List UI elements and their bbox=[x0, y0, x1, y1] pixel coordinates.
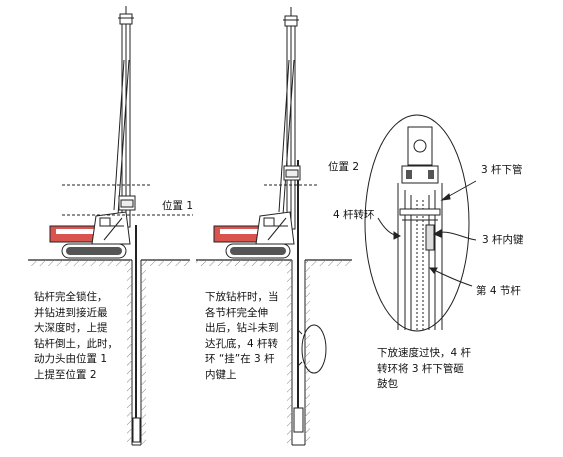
position-2-label: 位置 2 bbox=[328, 161, 360, 173]
caption-step-2: 下放钻杆时，当 各节杆完全伸 出后，钻斗未到 达孔底，4 杆转 环 “挂”在 3… bbox=[205, 291, 279, 381]
rod3-lower-pipe-label: 3 杆下管 bbox=[481, 164, 523, 176]
rod4-section-label: 第 4 节杆 bbox=[476, 285, 521, 297]
detail-view bbox=[364, 114, 470, 332]
ground-2 bbox=[196, 259, 352, 266]
position-1-label: 位置 1 bbox=[162, 200, 194, 212]
rod3-inner-key-label: 3 杆内键 bbox=[482, 234, 524, 246]
caption-step-1: 钻杆完全锁住， 并钻进到接近最 大深度时，上提 钻杆倒土，此时， 动力头由位置 … bbox=[34, 291, 118, 381]
mast-2 bbox=[278, 7, 301, 230]
rig-1 bbox=[28, 6, 193, 446]
drill-bucket-1 bbox=[132, 417, 141, 443]
rig-2 bbox=[196, 7, 352, 446]
pointer-lines bbox=[377, 180, 477, 287]
rod4-ring-label: 4 杆转环 bbox=[333, 209, 375, 221]
drill-bucket-2 bbox=[293, 407, 304, 433]
carrier-2 bbox=[213, 211, 295, 259]
ground-1 bbox=[28, 259, 190, 266]
caption-step-3: 下放速度过快，4 杆 转环将 3 杆下管砸 鼓包 bbox=[377, 347, 472, 390]
borehole-1 bbox=[127, 260, 146, 446]
detail-ellipse bbox=[364, 114, 470, 332]
joint-highlight-ellipse bbox=[301, 324, 327, 374]
mast-1 bbox=[113, 6, 136, 228]
carrier-1 bbox=[49, 211, 131, 259]
borehole-2 bbox=[287, 260, 310, 446]
